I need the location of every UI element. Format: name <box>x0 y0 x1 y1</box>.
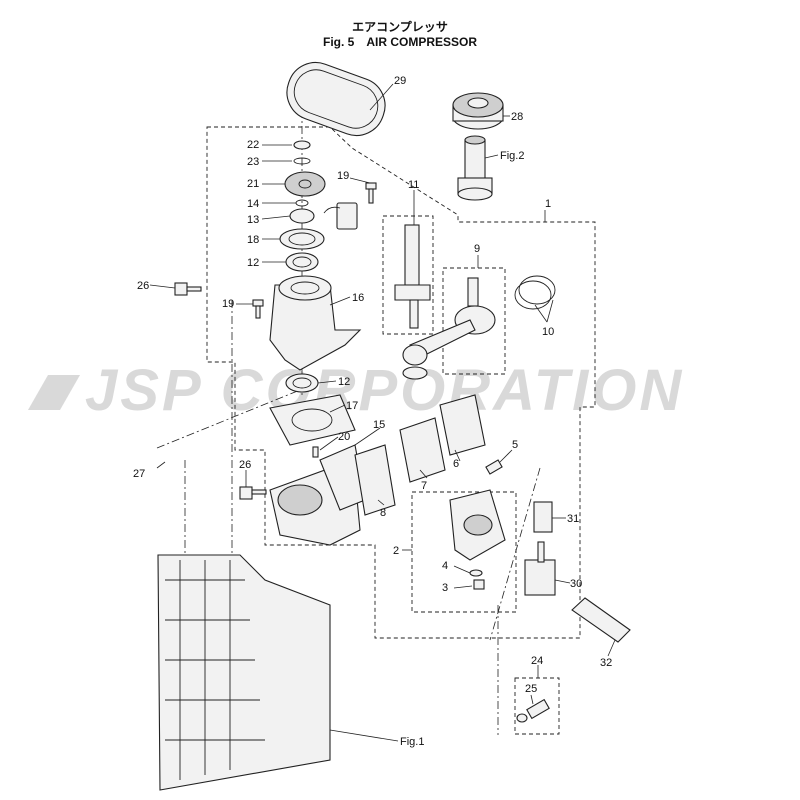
centerline-hose <box>489 467 541 641</box>
watermark-text: JSP CORPORATION <box>85 358 684 423</box>
callout-30: 30 <box>570 578 582 590</box>
callout-2: 2 <box>393 545 399 557</box>
callout-26-lower: 26 <box>239 459 251 471</box>
page-title: Fig. 5 AIR COMPRESSOR <box>0 35 800 49</box>
valve-plate-stack <box>354 394 486 516</box>
bearing-stack <box>279 140 326 272</box>
gasket <box>269 394 356 446</box>
cylinder-head <box>449 489 506 561</box>
callout-1: 1 <box>545 198 551 210</box>
cylinder-block <box>269 444 366 546</box>
callout-fig-2: Fig.2 <box>500 150 524 162</box>
callout-19-lower: 19 <box>222 298 234 310</box>
driven-pulley <box>452 92 504 130</box>
callout-29: 29 <box>394 75 406 87</box>
callout-15: 15 <box>373 419 385 431</box>
side-bolt-26 <box>174 282 267 500</box>
callout-24: 24 <box>531 655 543 667</box>
callout-16: 16 <box>352 292 364 304</box>
callout-3: 3 <box>442 582 448 594</box>
callout-labels: 1 2 3 4 5 6 7 8 9 10 11 12 12 13 14 15 1… <box>133 75 612 748</box>
centerline-joint <box>156 389 301 449</box>
drain-bolt <box>469 569 485 590</box>
assembly-outline-9 <box>442 267 506 375</box>
callout-8: 8 <box>380 507 386 519</box>
callout-32: 32 <box>600 657 612 669</box>
callout-12-upper: 12 <box>247 257 259 269</box>
assembly-outline-2 <box>411 491 517 613</box>
callout-10: 10 <box>542 326 554 338</box>
callout-27: 27 <box>133 468 145 480</box>
head-bolt <box>485 459 503 475</box>
callout-5: 5 <box>512 439 518 451</box>
callout-fig-1: Fig.1 <box>400 736 424 748</box>
key <box>323 202 358 230</box>
callout-19-upper: 19 <box>337 170 349 182</box>
bolt-19 <box>252 182 377 319</box>
hose-32 <box>571 597 631 643</box>
compressor-crankshaft <box>394 224 431 329</box>
callout-20: 20 <box>338 431 350 443</box>
callout-11: 11 <box>408 179 419 191</box>
pipe-fitting <box>524 501 556 596</box>
callout-23: 23 <box>247 156 259 168</box>
timing-belt <box>286 61 386 137</box>
callout-7: 7 <box>421 480 427 492</box>
assembly-outline-24 <box>514 677 560 735</box>
watermark-logo: JSP CORPORATION <box>28 358 684 423</box>
assembly-outline-11 <box>382 215 434 335</box>
callout-22: 22 <box>247 139 259 151</box>
compressor-bracket <box>269 275 362 371</box>
callout-4: 4 <box>442 560 448 572</box>
fitting-25 <box>516 698 550 723</box>
piston-rings <box>514 275 556 310</box>
crankshaft-end <box>457 135 493 201</box>
callout-26-upper: 26 <box>137 280 149 292</box>
engine-block <box>157 554 331 791</box>
callout-6: 6 <box>453 458 459 470</box>
callout-17: 17 <box>346 400 358 412</box>
callout-18: 18 <box>247 234 259 246</box>
leader-lines <box>149 83 616 742</box>
callout-12-lower: 12 <box>338 376 350 388</box>
callout-9: 9 <box>474 243 480 255</box>
callout-14: 14 <box>247 198 259 210</box>
piston-rod-assembly <box>402 277 496 380</box>
callout-28: 28 <box>511 111 523 123</box>
dowel-pin <box>312 446 319 458</box>
callout-31: 31 <box>567 513 579 525</box>
figure-title: AIR COMPRESSOR <box>366 35 478 49</box>
lower-bearing <box>285 373 319 393</box>
assembly-outline-1 <box>206 126 596 639</box>
page-title-japanese: エアコンプレッサ <box>352 20 448 34</box>
figure-number: Fig. 5 <box>322 35 355 49</box>
callout-13: 13 <box>247 214 259 226</box>
callout-25: 25 <box>525 683 537 695</box>
callout-21: 21 <box>247 178 259 190</box>
